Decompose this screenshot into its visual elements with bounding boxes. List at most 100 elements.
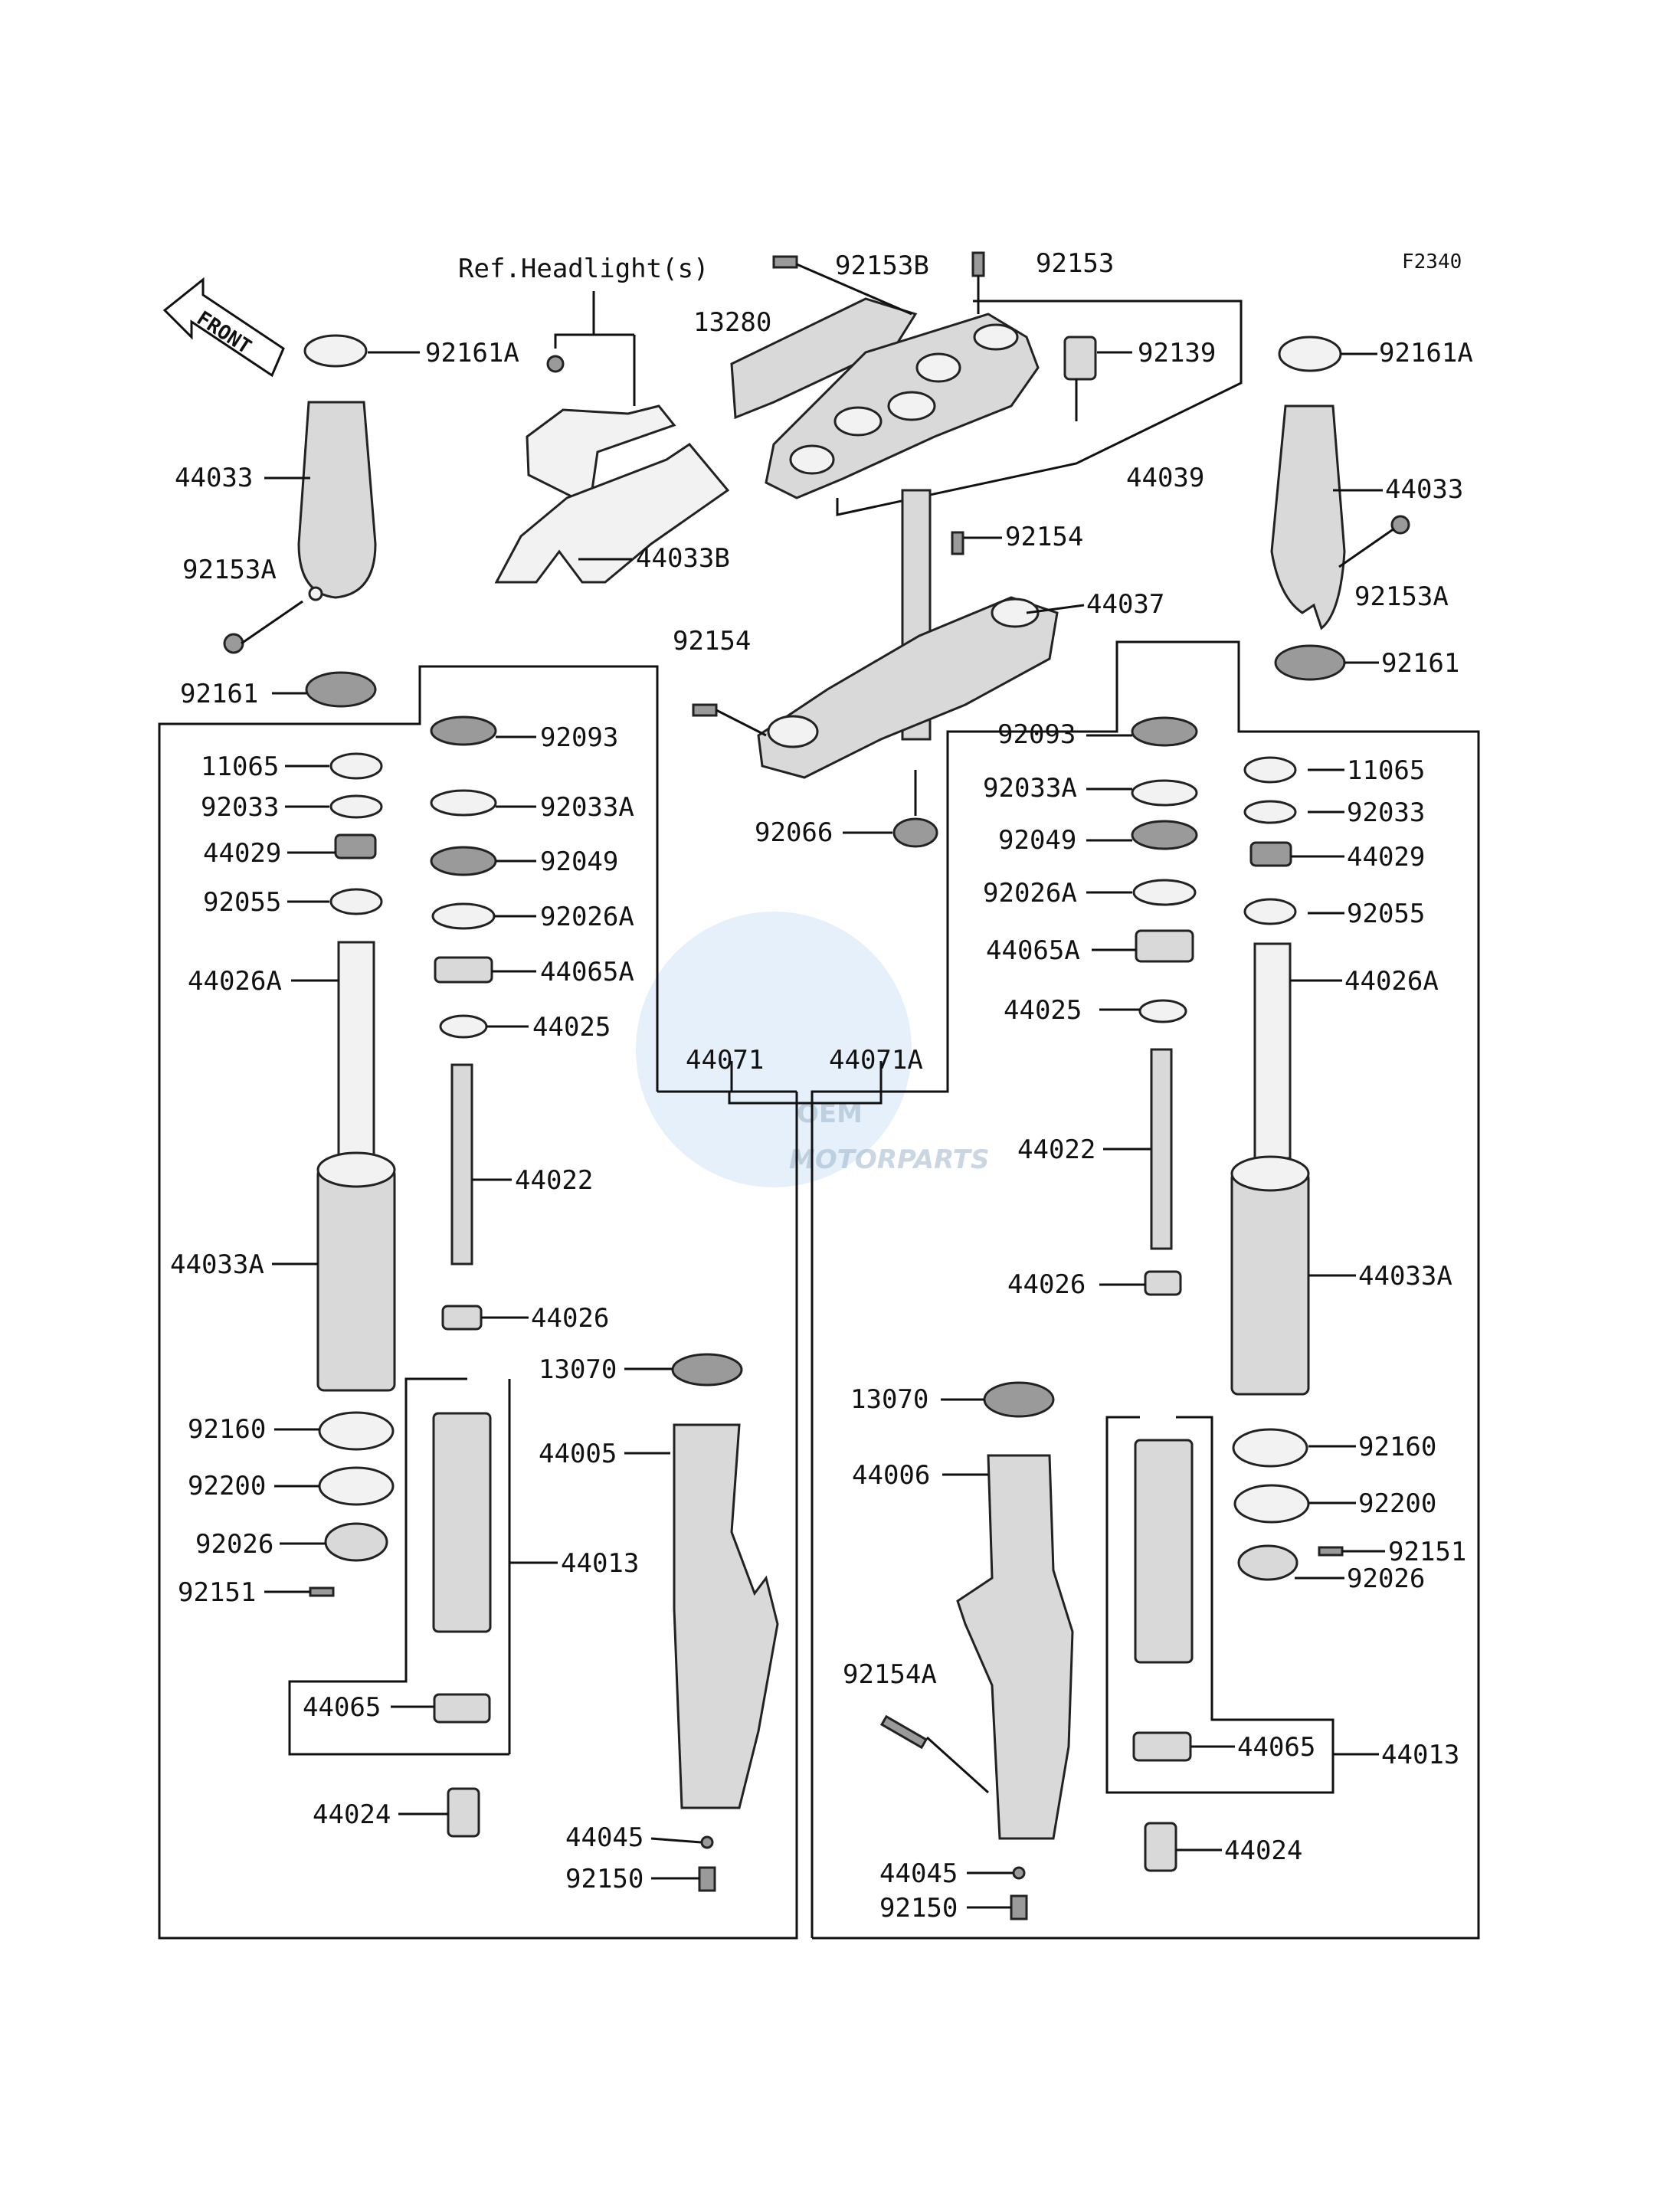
label-44045-right: 44045 — [879, 1858, 958, 1889]
part-92066 — [892, 817, 938, 848]
part-92154-top — [951, 531, 964, 555]
part-92055-left — [329, 888, 383, 915]
part-headlight-bracket — [526, 404, 676, 508]
part-labels: 92161A 92153B 92153 13280 92139 92161A 4… — [170, 248, 1473, 1924]
part-44026A-right — [1253, 942, 1292, 1160]
label-92026A-left: 92026A — [540, 902, 634, 932]
label-44039: 44039 — [1126, 463, 1204, 493]
part-92026A-left — [431, 902, 496, 930]
label-44033-left: 44033 — [175, 463, 253, 493]
label-44026A-left: 44026A — [188, 966, 282, 997]
part-92093-left — [430, 715, 497, 746]
part-44033-right — [1270, 404, 1346, 630]
label-44029-left: 44029 — [203, 838, 281, 869]
label-92150-right: 92150 — [879, 1893, 958, 1924]
part-92154-mid — [692, 703, 718, 717]
label-92161A-left: 92161A — [425, 338, 519, 368]
part-92200-right — [1233, 1484, 1310, 1524]
label-92160-left: 92160 — [188, 1414, 266, 1445]
part-92161A-left — [303, 334, 368, 368]
part-44033-left — [297, 401, 377, 599]
ref-headlight-label: Ref.Headlight(s) — [458, 254, 709, 284]
part-92153 — [971, 251, 985, 277]
label-92200-right: 92200 — [1358, 1488, 1436, 1519]
label-44065A-left: 44065A — [540, 957, 634, 987]
label-44026-left: 44026 — [531, 1303, 609, 1334]
label-92154A: 92154A — [843, 1659, 937, 1690]
part-44045-right — [1012, 1866, 1026, 1880]
part-44065A-right — [1135, 929, 1194, 963]
part-11065-left — [329, 752, 383, 780]
label-92055-left: 92055 — [203, 887, 281, 918]
label-44037: 44037 — [1086, 589, 1164, 620]
label-13070-left: 13070 — [539, 1354, 617, 1385]
watermark-sub: MOTORPARTS — [789, 1144, 989, 1175]
label-44022-right: 44022 — [1017, 1135, 1095, 1165]
watermark-globe-icon — [636, 912, 912, 1187]
part-44025-left — [439, 1014, 488, 1039]
part-44026-left — [441, 1305, 483, 1331]
part-92200-left — [318, 1466, 395, 1506]
part-44025-right — [1138, 999, 1187, 1023]
label-92026-left: 92026 — [195, 1529, 273, 1560]
part-44033A-left — [316, 1167, 396, 1392]
label-92151-right: 92151 — [1388, 1537, 1466, 1567]
part-11065-right — [1243, 756, 1297, 784]
part-92160-left — [318, 1411, 395, 1451]
part-92055-right — [1243, 898, 1297, 925]
part-44022-right — [1150, 1048, 1173, 1250]
part-92161-right — [1274, 644, 1346, 681]
part-44045-left — [700, 1835, 714, 1849]
part-92153B — [772, 255, 798, 269]
label-92151-left: 92151 — [178, 1577, 256, 1608]
left-fork-frame — [158, 665, 798, 1940]
part-92150-right — [1010, 1894, 1028, 1920]
label-11065-left: 11065 — [201, 751, 279, 782]
right-fork-frame — [811, 640, 1480, 1940]
part-92153A-right — [1390, 515, 1410, 535]
part-92151-left — [309, 1586, 335, 1597]
label-92161-right: 92161 — [1381, 648, 1459, 679]
part-92160-right — [1232, 1428, 1308, 1468]
part-92026-left — [324, 1522, 388, 1562]
label-44024-right: 44024 — [1224, 1835, 1302, 1866]
part-44024-left — [447, 1787, 480, 1838]
part-92161A-right — [1278, 336, 1342, 372]
right-44013-frame — [1105, 1416, 1335, 1794]
label-44071A: 44071A — [829, 1045, 923, 1076]
label-92049-right: 92049 — [998, 825, 1076, 856]
part-44065-left — [433, 1693, 491, 1724]
label-44065-right: 44065 — [1237, 1732, 1315, 1763]
part-92026-right — [1237, 1544, 1298, 1581]
part-92153A-left — [223, 633, 244, 654]
label-92153: 92153 — [1036, 248, 1114, 279]
figure-code: F2340 — [1402, 250, 1462, 273]
part-92139 — [1063, 336, 1097, 381]
label-92033-right: 92033 — [1347, 797, 1425, 828]
part-92033A-right — [1131, 779, 1198, 807]
label-92026A-right: 92026A — [983, 878, 1077, 909]
label-44024-left: 44024 — [313, 1799, 391, 1830]
label-44071: 44071 — [686, 1045, 764, 1076]
part-92161-left — [305, 671, 377, 708]
part-44026-right — [1144, 1270, 1182, 1296]
label-92160-right: 92160 — [1358, 1432, 1436, 1462]
label-92055-right: 92055 — [1347, 899, 1425, 929]
label-44029-right: 44029 — [1347, 842, 1425, 873]
part-92033-right — [1243, 800, 1297, 824]
label-44026-right: 44026 — [1007, 1269, 1086, 1300]
label-44006: 44006 — [852, 1460, 930, 1491]
part-44026A-left — [337, 941, 375, 1158]
label-44065A-right: 44065A — [986, 935, 1080, 966]
label-44033A-right: 44033A — [1358, 1261, 1452, 1292]
part-44005 — [673, 1423, 779, 1809]
ref-headlight-leader — [554, 291, 595, 349]
label-44005: 44005 — [539, 1439, 617, 1469]
label-44033B: 44033B — [636, 543, 730, 574]
part-44033B — [494, 443, 730, 584]
part-44033A-right — [1230, 1171, 1310, 1396]
part-44029-left — [334, 833, 377, 859]
part-13070-right — [983, 1381, 1055, 1418]
part-44024-right — [1144, 1822, 1177, 1872]
